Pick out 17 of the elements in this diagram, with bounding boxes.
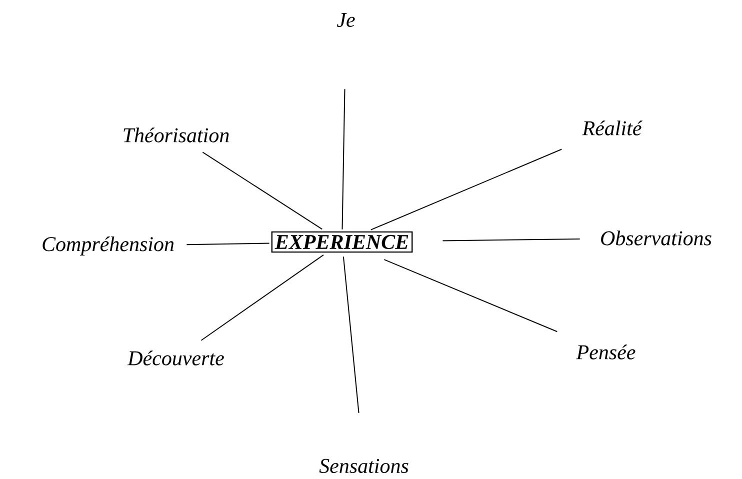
line (200, 254, 324, 341)
word-label: Compréhension (42, 236, 174, 256)
line (342, 88, 346, 230)
line (202, 152, 323, 230)
line (384, 259, 558, 332)
word-label: Sensations (319, 458, 408, 474)
word-label: Je (337, 13, 355, 27)
line (342, 256, 360, 414)
label-box: EXPERIENCE (271, 231, 413, 253)
word-label: Découverte (127, 350, 224, 366)
word-label: Pensée (576, 344, 636, 360)
word-label: Théorisation (124, 128, 229, 142)
line (442, 238, 580, 242)
word-label: Observations (601, 230, 712, 246)
word-label: Réalité (582, 120, 642, 136)
line (370, 148, 562, 230)
line (186, 242, 270, 246)
